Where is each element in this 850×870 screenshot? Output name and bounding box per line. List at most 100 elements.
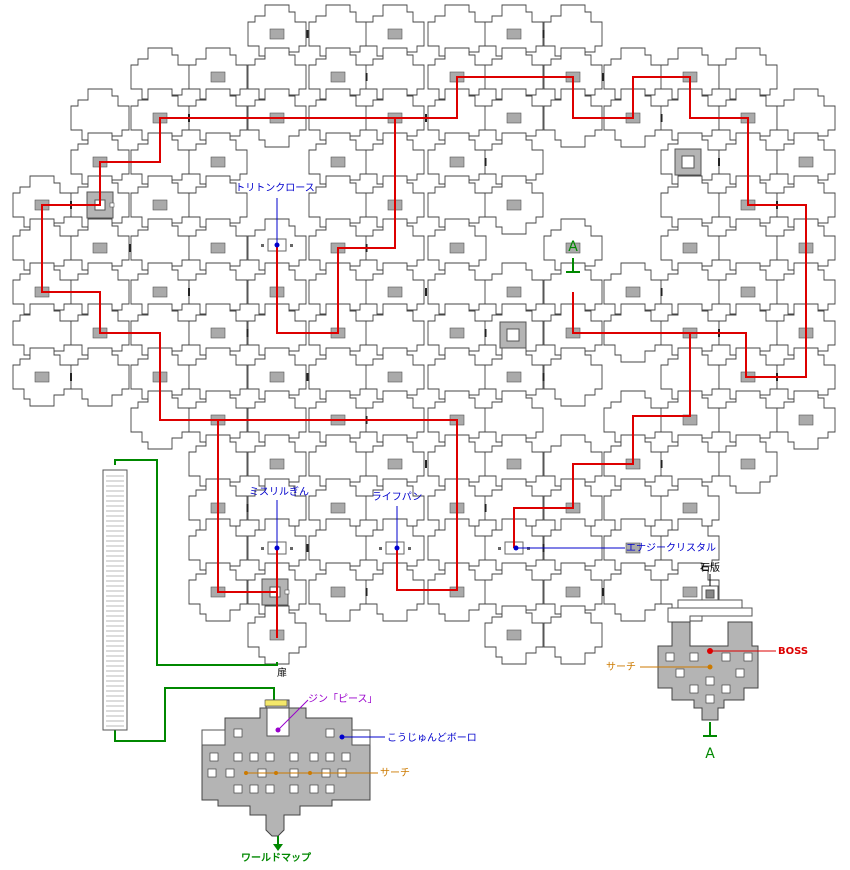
boss-room-window xyxy=(675,668,685,678)
gray-block xyxy=(798,414,814,426)
route-right-loop xyxy=(41,76,807,591)
room-window xyxy=(309,784,319,794)
gray-block xyxy=(152,286,168,298)
start-room xyxy=(201,699,371,837)
gray-block xyxy=(506,371,522,383)
callout-triton: トリトンクロース xyxy=(235,182,315,248)
boss-room-window xyxy=(735,668,745,678)
marker-a-bottom: A xyxy=(705,746,715,762)
route-bottom xyxy=(217,420,278,593)
room-window xyxy=(341,752,351,762)
callout-boss: BOSS xyxy=(707,646,808,657)
gray-block xyxy=(449,242,465,254)
room-window xyxy=(249,752,259,762)
boss-room-window xyxy=(689,684,699,694)
label-world-map: ワールドマップ xyxy=(241,851,312,864)
callout-door: 扉 xyxy=(277,666,287,679)
label-life-bread: ライフパン xyxy=(372,491,423,503)
boss-room-window xyxy=(721,684,731,694)
label-triton-claws: トリトンクロース xyxy=(235,182,315,194)
boss-room-windows xyxy=(665,652,753,704)
gray-block xyxy=(210,71,226,83)
room-window xyxy=(289,752,299,762)
callout-energy: エナジークリスタル xyxy=(513,542,716,554)
gray-block xyxy=(330,71,346,83)
gray-block xyxy=(625,286,641,298)
callout-search-right: サーチ xyxy=(606,661,713,673)
gray-block xyxy=(449,156,465,168)
gray-block xyxy=(387,458,403,470)
gray-block xyxy=(740,458,756,470)
gray-block xyxy=(387,28,403,40)
gray-block xyxy=(330,156,346,168)
callout-search-bottom: サーチ xyxy=(244,767,410,779)
boss-room xyxy=(657,585,759,721)
gray-block xyxy=(682,242,698,254)
label-koujun-doboro: こうじゅんどボーロ xyxy=(387,732,477,744)
gray-block xyxy=(330,586,346,598)
gray-block xyxy=(34,371,50,383)
boss-room-window xyxy=(743,652,753,662)
gray-block xyxy=(798,156,814,168)
gray-block xyxy=(506,629,522,641)
room-window xyxy=(325,752,335,762)
label-search-right: サーチ xyxy=(606,661,636,673)
marker-a-top: A xyxy=(568,239,578,255)
floor-tile xyxy=(603,562,663,622)
label-jin-peace: ジン「ピース」 xyxy=(308,693,378,705)
boss-room-window xyxy=(705,694,715,704)
gray-block xyxy=(565,586,581,598)
room-window xyxy=(209,752,219,762)
gray-block xyxy=(92,242,108,254)
gray-block xyxy=(740,286,756,298)
gray-block xyxy=(682,502,698,514)
stair-tile xyxy=(499,321,527,349)
gray-block xyxy=(269,371,285,383)
room-window xyxy=(325,728,335,738)
label-sekiban: 石版 xyxy=(700,561,720,574)
gray-block xyxy=(210,327,226,339)
room-window xyxy=(309,752,319,762)
gray-block xyxy=(506,286,522,298)
route-inner xyxy=(276,118,396,334)
label-mythril: ミスリルぎん xyxy=(249,485,309,498)
gray-block xyxy=(506,112,522,124)
callout-koujun: こうじゅんどボーロ xyxy=(339,732,477,744)
label-boss: BOSS xyxy=(778,646,808,657)
label-energy-crystal: エナジークリスタル xyxy=(626,542,716,554)
boss-room-window xyxy=(721,652,731,662)
room-window xyxy=(325,784,335,794)
ladder xyxy=(102,469,128,731)
gray-block xyxy=(387,371,403,383)
callout-mythril: ミスリルぎん xyxy=(249,485,309,551)
floor-tile xyxy=(70,347,130,407)
gray-block xyxy=(152,199,168,211)
label-door: 扉 xyxy=(277,666,287,679)
gray-block xyxy=(682,586,698,598)
gray-block xyxy=(506,458,522,470)
callout-lifebread: ライフパン xyxy=(372,491,423,551)
gray-block xyxy=(387,286,403,298)
gray-block xyxy=(625,542,641,554)
callout-sekiban: 石版 xyxy=(700,561,720,586)
gray-block xyxy=(210,242,226,254)
route-green xyxy=(114,459,278,666)
gray-block xyxy=(330,502,346,514)
gray-block xyxy=(449,327,465,339)
ladder-rungs xyxy=(106,475,124,727)
boss-room-window xyxy=(689,652,699,662)
gray-block xyxy=(269,28,285,40)
label-search-bottom: サーチ xyxy=(380,767,410,779)
gray-block xyxy=(210,156,226,168)
room-window xyxy=(249,784,259,794)
room-window xyxy=(233,784,243,794)
callout-jin: ジン「ピース」 xyxy=(275,693,378,733)
gray-block xyxy=(565,242,581,254)
gray-block xyxy=(269,458,285,470)
room-window xyxy=(233,728,243,738)
room-window xyxy=(207,768,217,778)
boss-room-window xyxy=(705,676,715,686)
room-window xyxy=(265,784,275,794)
gray-block xyxy=(506,199,522,211)
